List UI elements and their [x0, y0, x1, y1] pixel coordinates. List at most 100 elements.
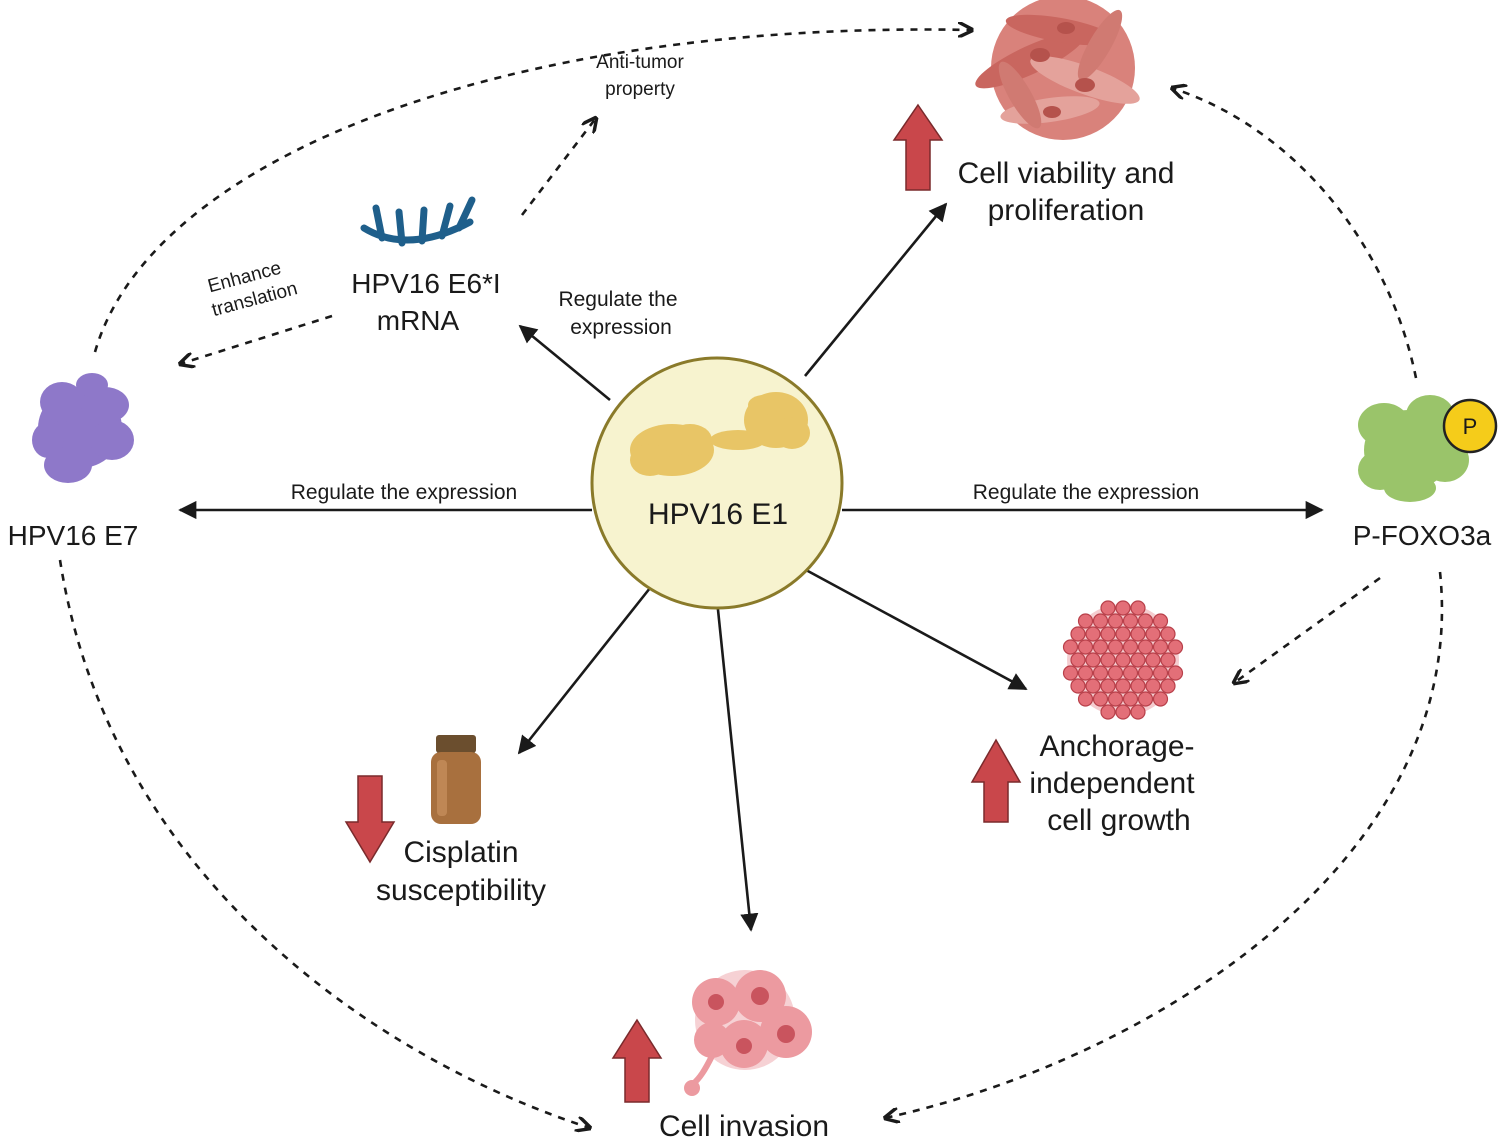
colony-cell: [1115, 704, 1131, 720]
colony-cell: [1115, 678, 1131, 694]
colony-cell: [1160, 652, 1176, 668]
anchorage-label-line2: independent: [1029, 767, 1195, 800]
foxo-to-viability-dashed-arrow: [1172, 88, 1418, 379]
colony-cell: [1077, 665, 1094, 681]
cell-colony-icon: [1062, 600, 1184, 720]
invasive-cells-icon: [684, 970, 812, 1096]
colony-cell: [1115, 600, 1131, 616]
viability-up-arrow-icon: [892, 103, 944, 191]
colony-cell: [1070, 652, 1086, 668]
e7-protein-icon: [32, 373, 134, 483]
foxo-to-anchorage-dashed-arrow: [1234, 576, 1381, 683]
e7-to-invasion-dashed-arrow: [58, 559, 590, 1128]
anchorage-label-line3: cell growth: [1047, 804, 1190, 837]
colony-cell: [1092, 639, 1109, 655]
phosphate-badge: P: [1442, 398, 1498, 454]
colony-cell: [1062, 639, 1079, 655]
foxo-label: P-FOXO3a: [1353, 520, 1492, 551]
colony-cell: [1077, 691, 1094, 707]
e1-to-mrna-edge-label-line1: Regulate the: [558, 288, 677, 311]
e7-to-viability-dashed-arrow: [93, 29, 972, 353]
colony-cell: [1085, 678, 1101, 694]
cisplatin-label-line1: Cisplatin: [403, 836, 518, 869]
colony-cell: [1100, 600, 1116, 616]
foxo-to-invasion-dashed-arrow: [885, 571, 1444, 1118]
e1-label: HPV16 E1: [648, 498, 788, 531]
colony-cell: [1122, 691, 1139, 707]
mrna-label-line2: mRNA: [377, 305, 460, 336]
colony-cell: [1145, 652, 1161, 668]
viability-label-line1: Cell viability and: [958, 157, 1175, 190]
colony-cell: [1107, 691, 1124, 707]
e1-to-cisplatin-arrow: [517, 582, 656, 755]
e1-protein-icon: [630, 392, 810, 476]
invasion-up-arrow-icon: [611, 1018, 663, 1103]
colony-cell: [1077, 639, 1094, 655]
colony-cell: [1100, 678, 1116, 694]
colony-cell: [1122, 665, 1139, 681]
e1-to-viability-arrow: [803, 202, 948, 377]
colony-cell: [1122, 613, 1139, 629]
colony-cell: [1107, 639, 1124, 655]
colony-cell: [1107, 665, 1124, 681]
viability-label-line2: proliferation: [988, 194, 1145, 227]
colony-cell: [1137, 665, 1154, 681]
e1-to-mrna-edge-label-line2: expression: [570, 316, 672, 339]
mrna-icon: [360, 196, 476, 247]
colony-cell: [1152, 665, 1169, 681]
colony-cell: [1085, 652, 1101, 668]
e1-to-foxo-edge-label: Regulate the expression: [973, 481, 1199, 504]
e1-to-mrna-arrow: [518, 324, 611, 402]
colony-cell: [1130, 678, 1146, 694]
colony-cell: [1107, 613, 1124, 629]
colony-cell: [1130, 600, 1146, 616]
fibroblast-cluster-icon: [975, 0, 1140, 140]
e1-to-invasion-arrow: [715, 599, 759, 932]
colony-cell: [1115, 626, 1131, 642]
colony-cell: [1100, 652, 1116, 668]
anchorage-up-arrow-icon: [970, 738, 1022, 823]
e7-label: HPV16 E7: [8, 520, 139, 551]
colony-cell: [1100, 626, 1116, 642]
colony-cell: [1062, 665, 1079, 681]
e1-center-circle: [590, 356, 844, 610]
colony-cell: [1152, 613, 1169, 629]
anchorage-label-line1: Anchorage-: [1039, 730, 1194, 763]
colony-cell: [1130, 626, 1146, 642]
colony-cell: [1160, 678, 1176, 694]
colony-cell: [1130, 652, 1146, 668]
colony-cell: [1152, 639, 1169, 655]
cisplatin-label-line2: susceptibility: [376, 874, 546, 907]
colony-cell: [1167, 665, 1184, 681]
colony-cell: [1115, 652, 1131, 668]
colony-cell: [1070, 626, 1086, 642]
colony-cell: [1122, 639, 1139, 655]
mrna-label-line1: HPV16 E6*I: [351, 268, 500, 299]
colony-cell: [1160, 626, 1176, 642]
antitumor-label-line2: property: [605, 79, 675, 100]
mrna-to-e7-dashed-arrow: [180, 314, 333, 364]
e1-to-anchorage-arrow: [805, 568, 1028, 691]
colony-cell: [1145, 626, 1161, 642]
colony-cell: [1070, 678, 1086, 694]
phosphate-label: P: [1463, 414, 1478, 439]
antitumor-label-line1: Anti-tumor: [596, 52, 684, 73]
invasion-label: Cell invasion: [659, 1110, 829, 1140]
colony-cell: [1137, 613, 1154, 629]
colony-cell: [1077, 613, 1094, 629]
colony-cell: [1137, 639, 1154, 655]
colony-cell: [1145, 678, 1161, 694]
drug-bottle-icon: [431, 735, 481, 824]
colony-cell: [1100, 704, 1116, 720]
colony-cell: [1137, 691, 1154, 707]
colony-cell: [1167, 639, 1184, 655]
e1-to-e7-edge-label: Regulate the expression: [291, 481, 517, 504]
colony-cell: [1092, 665, 1109, 681]
colony-cell: [1085, 626, 1101, 642]
mrna-antitumor-dashed-arrow: [520, 118, 596, 216]
colony-cell: [1092, 691, 1109, 707]
colony-cell: [1130, 704, 1146, 720]
cisplatin-down-arrow-icon: [344, 775, 396, 864]
colony-cell: [1092, 613, 1109, 629]
